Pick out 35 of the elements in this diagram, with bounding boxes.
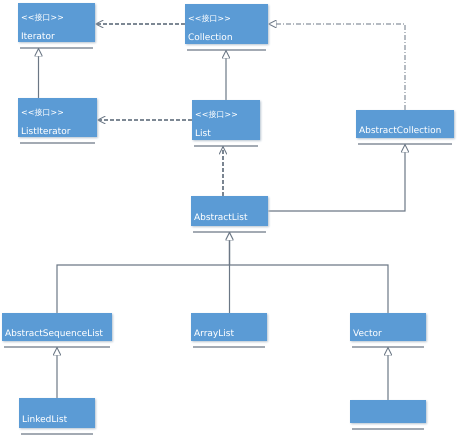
class-box <box>191 196 268 226</box>
stereotype-label: <<接口>> <box>21 13 64 23</box>
empty-class-box <box>350 400 426 423</box>
class-box <box>192 100 260 140</box>
arrow <box>34 48 44 98</box>
class-name: ArrayList <box>194 328 234 340</box>
class-name: Iterator <box>21 31 55 43</box>
class-name: ListIterator <box>21 126 70 138</box>
class-name: LinkedList <box>22 414 68 426</box>
class-box <box>2 313 112 341</box>
class-box <box>18 98 97 137</box>
arrow <box>221 50 231 100</box>
class-name: Vector <box>353 328 382 340</box>
class-box <box>350 313 426 341</box>
class-name: AbstractSequenceList <box>5 328 103 340</box>
stereotype-label: <<接口>> <box>188 14 231 24</box>
arrow <box>52 347 62 398</box>
class-box <box>185 4 268 44</box>
arrow <box>383 347 393 400</box>
class-name: AbstractCollection <box>359 125 442 137</box>
class-box <box>356 110 454 138</box>
class-name: Collection <box>188 32 233 44</box>
stereotype-label: <<接口>> <box>195 110 238 120</box>
arrow <box>95 19 185 29</box>
arrow <box>97 115 192 125</box>
arrow <box>268 19 406 110</box>
class-box <box>19 398 95 428</box>
class-box <box>191 313 267 341</box>
class-box <box>18 3 95 42</box>
class-name: AbstractList <box>194 212 248 224</box>
arrow <box>268 144 410 212</box>
arrow <box>224 232 389 313</box>
stereotype-label: <<接口>> <box>21 108 64 118</box>
arrow <box>218 146 228 196</box>
class-name: List <box>195 128 211 140</box>
